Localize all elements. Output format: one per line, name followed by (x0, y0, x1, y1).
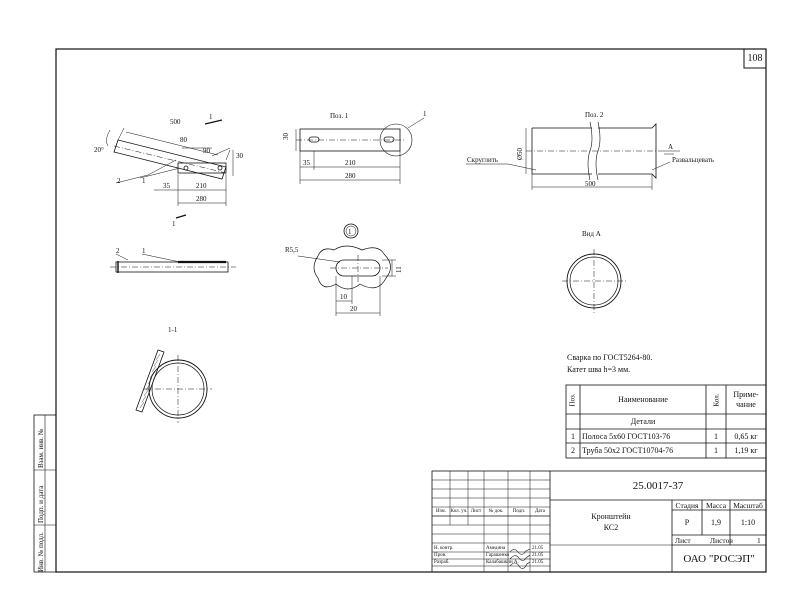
part2-note-round: Скруглить (467, 156, 498, 164)
spec-table-grid (565, 384, 767, 459)
side-stamp-sign-date: Подп. и дата (37, 485, 45, 523)
asm-dim-500: 500 (170, 118, 181, 126)
spec-row-1-name: Полоса 5х60 ГОСТ103-76 (582, 431, 671, 441)
asm-dim-210: 210 (196, 182, 207, 190)
part2-note-flare: Развальцевать (672, 156, 714, 164)
rev-header-docnum: № док. (488, 509, 504, 514)
asm-dim-80: 80 (180, 136, 188, 144)
sheets-label: Листов (710, 536, 733, 545)
view-a-title: Вид А (582, 230, 601, 238)
spec-row-2-pos: 2 (571, 446, 575, 455)
spec-header-note-l1: Приме- (733, 389, 759, 399)
drawing-title-line2: КС2 (603, 522, 619, 532)
sheet-label: Лист (675, 536, 691, 545)
detail1-dim-11: 11 (395, 266, 403, 273)
sig-date-nkontr: 21.05 (532, 546, 544, 551)
mass-value: 1,9 (711, 518, 721, 527)
part1-dim-30: 30 (282, 133, 290, 141)
detail1-dim-20: 20 (350, 305, 358, 313)
drawing-designation: 25.0017-37 (632, 479, 684, 492)
company-name: ОАО "РОСЭП" (683, 552, 755, 565)
sheets-count: 1 (757, 536, 761, 545)
sig-name-dev: Калабашкин А. (486, 560, 519, 565)
part1-dim-35: 35 (303, 159, 311, 167)
part1-dim-210: 210 (345, 159, 356, 167)
sig-role-nkontr: Н. контр. (434, 546, 454, 551)
spec-row-2-note: 1,19 кг (734, 446, 758, 455)
title-block-grid (431, 470, 767, 573)
page-number: 108 (747, 53, 763, 64)
spec-row-1-pos: 1 (571, 431, 575, 441)
part1-dim-280: 280 (345, 172, 356, 180)
side-leader-2: 2 (116, 247, 120, 255)
asm-section-mark-top: 1 (209, 113, 213, 121)
spec-header-note: Приме- чание (726, 385, 766, 414)
part2-dim-500: 500 (585, 180, 596, 188)
spec-header-qty: Кол. (706, 385, 726, 414)
spec-header-pos-text: Поз. (568, 392, 577, 407)
side-stamp-original-inv: Инв. № подл. (37, 532, 45, 572)
rev-header-sheet: Лист (470, 509, 482, 514)
drawing-title: Кронштейн КС2 (550, 500, 672, 545)
part2-view-letter: А (668, 143, 673, 151)
spec-header-note-l2: чание (736, 399, 756, 409)
spec-header-name: Наименование (618, 395, 668, 404)
asm-leader-1: 1 (142, 177, 146, 185)
spec-row-2-name: Труба 50х2 ГОСТ10704-76 (582, 446, 674, 455)
sig-date-check: 21.05 (532, 553, 544, 558)
assembly-view (106, 119, 234, 219)
part1-title: Поз. 1 (330, 112, 349, 120)
asm-dim-30: 30 (236, 152, 244, 160)
scale-header: Масштаб (733, 500, 763, 510)
rev-header-date: Дата (535, 509, 545, 514)
part2-view (466, 121, 680, 190)
rev-header-change: Изм. (436, 509, 446, 514)
sig-name-check: Гарашенко (486, 553, 510, 558)
asm-dim-90: 90 (203, 147, 211, 155)
part2-dim-diameter: Ø50 (516, 147, 524, 160)
spec-row-1-note: 0,65 кг (734, 431, 758, 441)
section-view (135, 349, 212, 423)
sig-date-dev: 21.05 (532, 560, 544, 565)
asm-dim-280: 280 (196, 195, 207, 203)
asm-leader-2: 2 (117, 177, 121, 185)
spec-header-pos: Поз. (566, 385, 580, 414)
detail1-dim-radius: R5,5 (285, 246, 299, 254)
stage-value: Р (684, 518, 690, 527)
section-title: 1-1 (168, 326, 178, 334)
scale-value: 1:10 (740, 518, 756, 527)
spec-row-2-qty: 1 (714, 446, 718, 455)
side-view (110, 253, 236, 273)
mass-header: Масса (705, 500, 727, 510)
asm-dim-35: 35 (163, 182, 171, 190)
view-a (562, 249, 626, 313)
sig-role-check: Пров. (434, 553, 447, 558)
detail1-dim-10: 10 (340, 293, 348, 301)
spec-section-parts: Детали (630, 417, 656, 426)
rev-header-count: Кол. уч. (450, 509, 468, 514)
sig-name-nkontr: Амедина (486, 546, 506, 551)
signature-marks (509, 548, 531, 569)
drawing-title-line1: Кронштейн (591, 512, 631, 522)
weld-leg-note: Катет шва h=3 мм. (567, 365, 631, 374)
part1-view (295, 117, 425, 184)
side-stamp-replace-inv: Взам. инв. № (37, 428, 45, 468)
detail1-label: 1 (348, 228, 352, 236)
side-leader-1: 1 (142, 247, 146, 255)
spec-header-qty-text: Кол. (711, 393, 720, 406)
asm-section-mark-bottom: 1 (172, 220, 176, 228)
spec-row-1-qty: 1 (714, 431, 718, 441)
part2-title: Поз. 2 (585, 111, 604, 119)
detail1-view (297, 223, 396, 316)
stage-header: Стадия (675, 500, 699, 510)
part1-callout: 1 (423, 110, 427, 118)
rev-header-sign: Подп. (512, 509, 526, 514)
asm-dim-angle: 20° (94, 146, 104, 154)
sig-role-dev: Разраб. (434, 560, 450, 565)
welding-note: Сварка по ГОСТ5264-80. (567, 353, 653, 362)
